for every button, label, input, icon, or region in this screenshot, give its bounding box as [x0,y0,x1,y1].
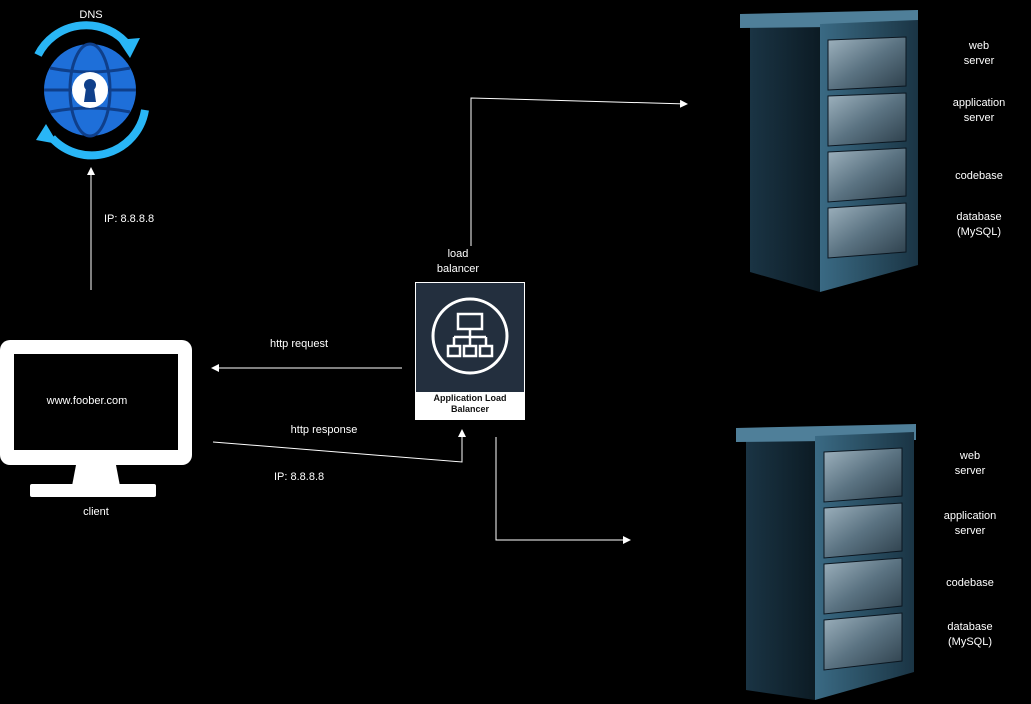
server-1-database-line2: (MySQL) [957,226,1001,238]
server-1-web-server-line2: server [963,55,995,67]
edge-lb-to-server-2 [495,437,631,544]
dns-ip-label: IP: 8.8.8.8 [104,213,155,225]
server-2-codebase: codebase [946,577,994,589]
network-hierarchy-icon [431,297,509,375]
server-1-app-server-line1: application [952,97,1006,109]
server-1-app-server-line2: server [963,112,995,124]
dns-globe-icon [34,21,149,160]
server-rack-1-icon [740,10,918,292]
alb-caption-line1: Application Load [433,393,507,403]
response-ip-label: IP: 8.8.8.8 [274,471,325,483]
server-2-app-server-line2: server [954,525,986,537]
server-2-app-server-line1: application [943,510,997,522]
client-url: www.foober.com [46,395,128,407]
dns-label: DNS [79,9,103,21]
server-1-web-server-line1: web [968,40,990,52]
edge-http-response [212,429,466,463]
server-rack-2-icon [736,424,916,700]
client-monitor-icon [0,340,192,497]
server-2-database-line2: (MySQL) [948,636,992,648]
load-balancer-label-line2: balancer [436,263,480,275]
edge-lb-to-server-1 [470,97,688,246]
http-response-label: http response [290,424,358,436]
server-2-web-server-line1: web [959,450,981,462]
alb-caption-line2: Balancer [450,404,490,414]
application-load-balancer: Application Load Balancer [415,282,525,420]
http-request-label: http request [269,338,329,350]
server-2-web-server-line2: server [954,465,986,477]
server-1-database-line1: database [956,211,1002,223]
load-balancer-label-line1: load [447,248,469,260]
alb-caption: Application Load Balancer [415,393,525,415]
alb-icon-background [416,283,524,392]
client-label: client [83,506,109,518]
server-1-codebase: codebase [955,170,1003,182]
server-2-database-line1: database [947,621,993,633]
